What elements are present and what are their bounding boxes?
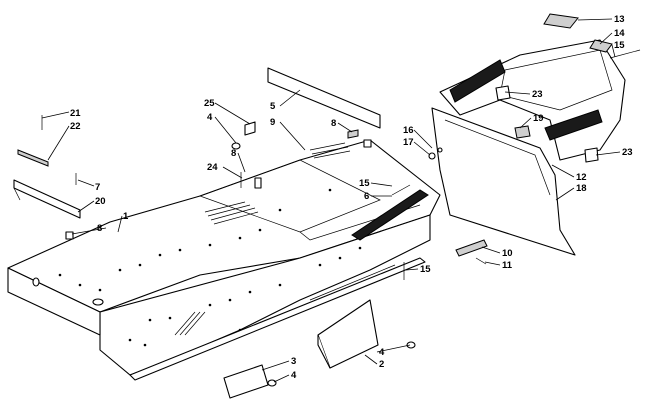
side-rail (129, 257, 426, 381)
tunnel-assembly (7, 139, 441, 376)
callout-15: 15 (420, 264, 431, 275)
callout-15: 15 (359, 178, 370, 189)
callout-11: 11 (502, 260, 513, 271)
bracket-20 (13, 179, 81, 219)
clip-23-left (495, 85, 511, 101)
callout-20: 20 (95, 196, 106, 207)
part-4-nut-right (406, 341, 416, 349)
callout-9: 9 (270, 117, 275, 128)
callout-16: 16 (403, 125, 414, 136)
callout-4: 4 (291, 370, 297, 381)
callout-3: 3 (291, 356, 296, 367)
callout-6: 6 (364, 191, 369, 202)
callout-23: 23 (622, 147, 633, 158)
part-14-plate (589, 39, 613, 53)
callout-2: 2 (379, 359, 384, 370)
grab-bar-right (544, 109, 603, 141)
part-8-post (254, 177, 262, 189)
callout-24: 24 (207, 162, 218, 173)
callout-10: 10 (502, 248, 513, 259)
snowflap-panel (431, 107, 576, 256)
callout-8: 8 (231, 148, 236, 159)
callout-17: 17 (403, 137, 414, 148)
callout-14: 14 (614, 28, 625, 39)
left-bracket-parts (13, 115, 81, 240)
part-16-screw (437, 147, 443, 153)
plate-3 (223, 364, 269, 399)
flap-5 (267, 67, 381, 129)
grab-bar-left (449, 59, 506, 103)
callout-labels: 21 22 7 20 1 8 25 4 9 5 8 8 24 15 6 16 1… (70, 14, 633, 381)
callout-12: 12 (576, 172, 587, 183)
part-17-washer (428, 152, 436, 160)
callout-13: 13 (614, 14, 625, 25)
callout-5: 5 (270, 101, 276, 112)
callout-7: 7 (95, 182, 100, 193)
callout-23: 23 (532, 89, 543, 100)
callout-18: 18 (576, 183, 587, 194)
clip-23-right (584, 147, 599, 163)
part-25-decal (244, 121, 256, 136)
part-19-bracket (514, 125, 531, 139)
part-8-left (65, 231, 74, 240)
leader-lines (41, 18, 621, 383)
mudflap-6 (351, 189, 429, 241)
callout-25: 25 (204, 98, 215, 109)
callout-8: 8 (331, 118, 336, 129)
tunnel-side-wall (99, 214, 431, 376)
rear-bumper-assembly (439, 13, 641, 163)
rivet-holes (58, 188, 362, 347)
part-4-nut-bottom (267, 379, 277, 387)
callout-22: 22 (70, 121, 81, 132)
callout-19: 19 (533, 113, 544, 124)
callout-4: 4 (379, 347, 385, 358)
callout-21: 21 (70, 108, 81, 119)
part-13-plate (543, 13, 579, 29)
part-8-clip (347, 129, 359, 139)
tunnel-front-lip (7, 267, 101, 336)
callout-1: 1 (123, 211, 129, 222)
bracket-22 (17, 149, 49, 167)
callout-8: 8 (97, 223, 102, 234)
part-10-plate (455, 239, 488, 257)
callout-15: 15 (614, 40, 625, 51)
tunnel-top-deck (7, 139, 441, 313)
part-8-block (363, 139, 372, 148)
callout-4: 4 (207, 112, 213, 123)
